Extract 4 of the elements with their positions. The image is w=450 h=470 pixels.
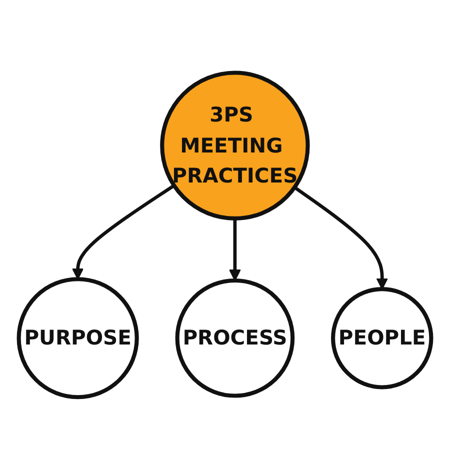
node-circle: 3PS MEETING PRACTICES <box>160 70 310 220</box>
node-circle: PROCESS <box>175 278 295 398</box>
node-circle: PURPOSE <box>16 277 139 400</box>
node-circle: PEOPLE <box>331 287 434 390</box>
